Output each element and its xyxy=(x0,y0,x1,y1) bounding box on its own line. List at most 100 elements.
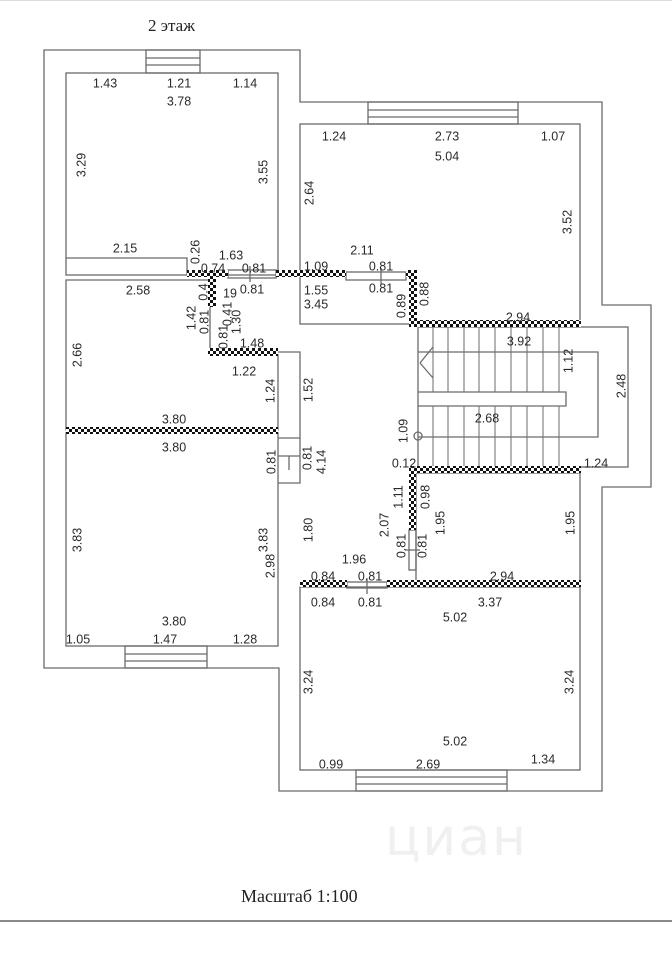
dimension-label: 2.07 xyxy=(377,513,391,537)
hatched-wall xyxy=(409,320,581,327)
dimension-label: 2.15 xyxy=(113,241,137,255)
dimension-label: 3.52 xyxy=(560,210,574,234)
dimension-label: 1.24 xyxy=(322,129,346,143)
dimension-label: 1.95 xyxy=(563,511,577,535)
dimension-label: 2.73 xyxy=(435,129,459,143)
dimension-label: 3.80 xyxy=(162,412,186,426)
dimension-label: 3.24 xyxy=(301,670,315,694)
dimension-label: 2.64 xyxy=(302,181,316,205)
dimension-label: 1.14 xyxy=(233,76,257,90)
dimension-label: 2.58 xyxy=(126,283,150,297)
dimension-label: 0.84 xyxy=(311,569,335,583)
dimension-label: 0.81 xyxy=(264,450,278,474)
dimension-label: 1.05 xyxy=(66,632,90,646)
dimension-label: 0.81 xyxy=(240,282,264,296)
dimension-label: 1.09 xyxy=(304,259,328,273)
closet-outline xyxy=(66,257,188,275)
window-top-left xyxy=(145,49,201,74)
dimension-label: 4.14 xyxy=(314,450,328,474)
dimension-label: 1.34 xyxy=(531,752,555,766)
dimension-label: 1.21 xyxy=(167,76,191,90)
dimension-label: 1.07 xyxy=(541,129,565,143)
dimension-label: 0.81 xyxy=(242,261,266,275)
dimension-label: 0.81 xyxy=(216,325,230,349)
hatched-wall xyxy=(387,580,581,587)
dimension-label: 1.43 xyxy=(93,76,117,90)
hatched-wall xyxy=(300,580,347,587)
dimension-label: 0.26 xyxy=(188,240,202,264)
dimension-label: 1.42 xyxy=(184,306,198,330)
window-bottom-left xyxy=(124,645,208,669)
dimension-label: 1.95 xyxy=(433,511,447,535)
dimension-label: 5.02 xyxy=(443,610,467,624)
dimension-label: 0.12 xyxy=(392,456,416,470)
dimension-label: 1.28 xyxy=(233,632,257,646)
outer-wall-outline xyxy=(43,49,652,792)
dimension-label: 2.48 xyxy=(614,374,628,398)
dimension-label: 2.11 xyxy=(350,243,373,257)
dimension-label: 0.81 xyxy=(369,259,393,273)
dimension-label: 1.47 xyxy=(153,632,177,646)
window-top-right xyxy=(367,101,519,125)
dimension-label: 0.4 xyxy=(196,283,210,300)
dimension-label: 5.04 xyxy=(435,149,459,163)
hatched-wall xyxy=(409,466,581,473)
dimension-label: 1.24 xyxy=(584,456,608,470)
dimension-label: 1.80 xyxy=(301,518,315,542)
dimension-label: 3.78 xyxy=(167,94,191,108)
dimension-label: 0.81 xyxy=(358,569,382,583)
dimension-label: 1.30 xyxy=(229,310,243,334)
dimension-label: 0.81 xyxy=(369,281,393,295)
dimension-label: 5.02 xyxy=(443,734,467,748)
dimension-label: 2.69 xyxy=(416,757,440,771)
dimension-label: 1.63 xyxy=(219,248,243,262)
dimension-label: 0.84 xyxy=(311,595,335,609)
dimension-label: 1.96 xyxy=(342,552,366,566)
dimension-label: 3.92 xyxy=(507,334,531,348)
dimension-label: 1.09 xyxy=(396,419,410,443)
dimension-label: 3.80 xyxy=(162,614,186,628)
dimension-label: 1.52 xyxy=(301,378,315,402)
floor-title: 2 этаж xyxy=(148,16,195,35)
dimension-label: 0.81 xyxy=(415,534,429,558)
dimension-label: 0.99 xyxy=(319,757,343,771)
dimension-label: 3.83 xyxy=(256,528,270,552)
dimension-label: 0.74 xyxy=(201,261,225,275)
hatched-wall xyxy=(276,270,346,277)
dimension-label: 3.37 xyxy=(478,595,502,609)
hatched-wall xyxy=(208,348,278,356)
dimension-label: 2.66 xyxy=(70,343,84,367)
dimension-label: 3.80 xyxy=(162,440,186,454)
bottom-rule xyxy=(0,920,672,922)
dimension-label: 3.45 xyxy=(304,297,328,311)
dimension-label: 2.94 xyxy=(490,569,514,583)
dimension-label: 1.12 xyxy=(561,349,575,373)
dimension-label: 1.55 xyxy=(304,283,328,297)
dimension-label: 1.22 xyxy=(232,364,256,378)
scale-label: Масштаб 1:100 xyxy=(241,886,358,906)
dimension-label: 3.29 xyxy=(74,153,88,177)
top-border xyxy=(0,0,672,1)
corridor-wall xyxy=(278,351,301,484)
dimension-label: 2.68 xyxy=(475,411,499,425)
dimension-label: 19 xyxy=(223,286,237,300)
dimension-label: 3.24 xyxy=(562,670,576,694)
room-bottom-right-outline xyxy=(299,586,581,771)
dimension-label: 0.81 xyxy=(394,534,408,558)
dimension-label: 0.81 xyxy=(358,595,382,609)
dimension-label: 0.81 xyxy=(300,446,314,470)
dimension-label: 3.55 xyxy=(256,160,270,184)
hatched-wall xyxy=(409,466,416,530)
dimension-label: 0.88 xyxy=(417,282,431,306)
dimension-label: 3.83 xyxy=(70,528,84,552)
hatched-wall xyxy=(409,270,417,326)
hatched-wall xyxy=(187,270,228,277)
dimension-label: 0.81 xyxy=(197,310,211,334)
dimension-label: 0.89 xyxy=(394,294,408,318)
dimension-label: 1.48 xyxy=(240,336,264,350)
dimension-label: 2.94 xyxy=(506,310,530,324)
hatched-wall xyxy=(66,427,278,434)
dimension-label: 0.41 xyxy=(220,302,234,326)
watermark: циан xyxy=(385,808,529,868)
